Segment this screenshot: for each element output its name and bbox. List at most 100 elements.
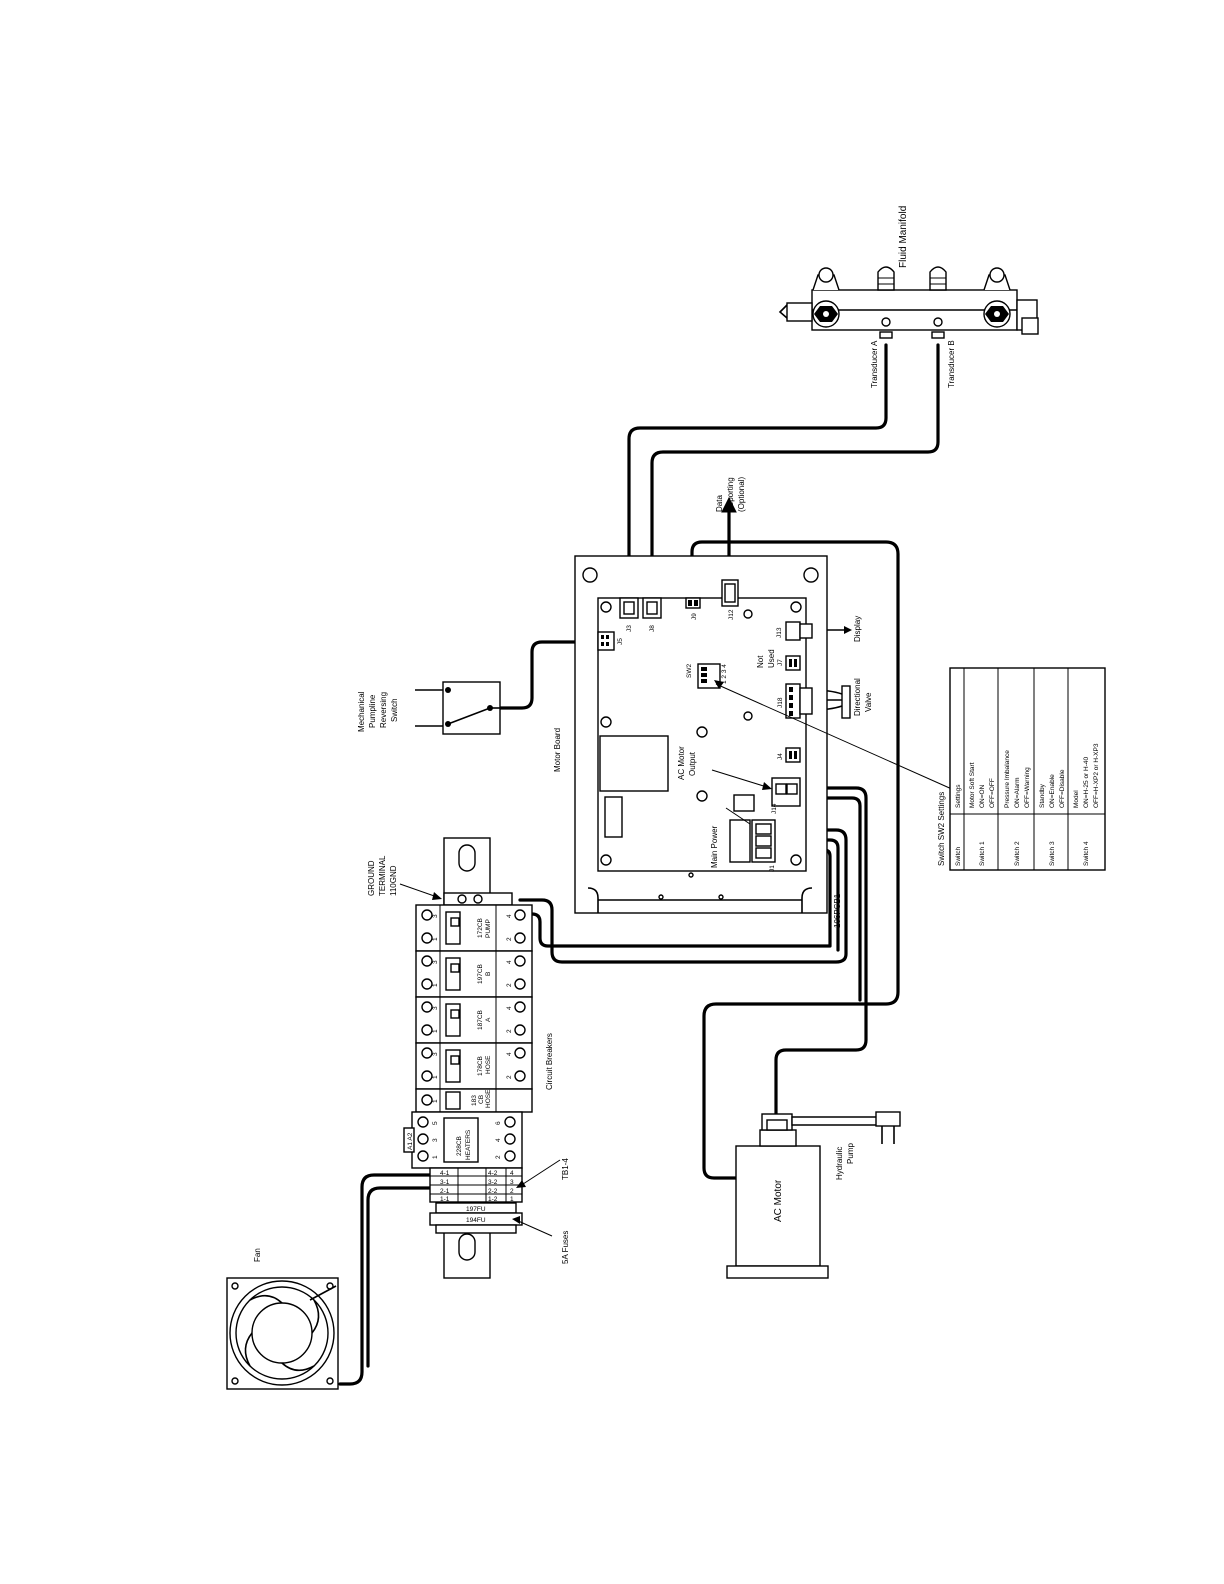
ground-terminal-label-2: TERMINAL	[378, 855, 387, 896]
j13-label: J13	[776, 627, 783, 638]
hydraulic-pump-label-1: Hydraulic	[835, 1147, 844, 1180]
switch-1-off: OFF=OFF	[989, 778, 996, 808]
breaker-terminal-label: 4	[506, 914, 513, 918]
fuse-label: 194FU	[466, 1217, 486, 1224]
breaker-terminal-label: 1	[432, 1099, 439, 1103]
j7-label: J7	[777, 659, 784, 666]
terminal-label: 3	[510, 1179, 514, 1186]
switch-2-on: ON=Alarm	[1014, 777, 1021, 808]
j8-label: J8	[649, 625, 656, 632]
fuse-label: 197FU	[466, 1206, 486, 1213]
switch-3-setting: Standby	[1039, 783, 1046, 808]
breaker-terminal-label: 4	[506, 1006, 513, 1010]
transducer-b-label: Transducer B	[947, 340, 956, 388]
ac-motor-output-label-1: AC Motor	[677, 746, 686, 780]
fluid-manifold-label: Fluid Manifold	[898, 206, 909, 268]
data-reporting-label-1: Data	[715, 495, 724, 512]
fan-label: Fan	[253, 1248, 262, 1262]
breaker-terminal-label: 2	[506, 937, 513, 941]
tb-label: TB1-4	[561, 1158, 570, 1180]
breaker-183cb: 1 183 CB HOSE	[415, 1088, 533, 1113]
switch-2-off: OFF=Warning	[1024, 767, 1031, 808]
heater-terminal-label: 3	[432, 1138, 439, 1142]
breaker-terminal-label: 2	[506, 1029, 513, 1033]
switch-settings-table: Switch SW2 Settings Switch Settings Swit…	[937, 667, 1106, 871]
breaker-178cb: 3 1 4 2 178CB HOSE	[415, 1042, 533, 1090]
motor-board: J3 J8 J9 J12 J13 J5 SW2 1 2 3 4 J7 Not	[553, 555, 955, 928]
heater-terminal-label: 6	[495, 1121, 502, 1125]
main-power-label: Main Power	[710, 825, 719, 868]
mechanical-switch-label-3: Reversing	[379, 692, 388, 728]
switch-1-on: ON=ON	[979, 784, 986, 808]
heater-terminal-label: 1	[432, 1155, 439, 1159]
breaker-name-label: 197CB	[477, 964, 484, 984]
breaker-terminal-label: 1	[432, 983, 439, 987]
breaker-terminal-label: 2	[506, 1075, 513, 1079]
directional-valve-label-1: Directional	[853, 678, 862, 716]
terminal-label: 3-2	[488, 1179, 498, 1186]
data-reporting-label-3: (Optional)	[737, 477, 746, 512]
fan: Fan	[226, 1248, 339, 1390]
breaker-name-label: CB	[478, 1095, 485, 1104]
breaker-terminal-label: 2	[506, 983, 513, 987]
j12-label: J12	[728, 609, 735, 620]
ground-terminal-label-1: GROUND	[367, 860, 376, 896]
breaker-name-label: HOSE	[485, 1055, 492, 1074]
not-used-label-1: Not	[756, 655, 765, 668]
circuit-breakers-label: Circuit Breakers	[545, 1033, 554, 1090]
transducer-a-label: Transducer A	[870, 340, 879, 388]
directional-valve-label-2: Valve	[864, 692, 873, 712]
breaker-187cb: 3 1 4 2 187CB A	[415, 996, 533, 1044]
fuses-label: 5A Fuses	[561, 1231, 570, 1264]
heater-terminal-label: 2	[495, 1155, 502, 1159]
breaker-name-label: HOSE	[485, 1089, 492, 1108]
j18-label: J18	[777, 697, 784, 708]
switch-4-setting: Model	[1073, 790, 1080, 808]
not-used-label-2: Used	[767, 649, 776, 668]
breaker-terminal-label: 3	[432, 1006, 439, 1010]
breaker-terminal-label: 3	[432, 960, 439, 964]
breaker-197cb: 3 1 4 2 197CB B	[415, 950, 533, 998]
settings-header: Settings	[955, 784, 962, 808]
data-reporting-label-2: Reporting	[726, 477, 735, 512]
breaker-name-label: PUMP	[485, 919, 492, 938]
breaker-name-label: 183	[471, 1095, 478, 1106]
transducer-icon	[879, 317, 945, 339]
mechanical-switch-label-4: Switch	[390, 698, 399, 722]
breaker-terminal-label: 1	[432, 1075, 439, 1079]
breaker-name-label: B	[485, 972, 492, 976]
switch-4-label: Switch 4	[1083, 841, 1090, 866]
heater-terminal-label: 4	[495, 1138, 502, 1142]
sw2-pins-label: 1 2 3 4	[721, 664, 728, 684]
mechanical-switch-label-2: Pumpline	[368, 694, 377, 728]
manifold-valve-right-icon	[983, 267, 1011, 328]
mechanical-switch: Mechanical Pumpline Reversing Switch	[357, 681, 501, 735]
breaker-terminal-label: 1	[432, 1029, 439, 1033]
terminal-block: 4-1 3-1 2-1 1-1 4-2 3-2 2-2 1-2 4 3 2 1 …	[429, 1158, 570, 1203]
wires	[338, 343, 940, 1386]
switch-2-label: Switch 2	[1014, 841, 1021, 866]
terminal-label: 1-1	[440, 1196, 450, 1203]
switch-3-on: ON=Enable	[1049, 774, 1056, 808]
ac-motor-label: AC Motor	[773, 1179, 784, 1222]
motor-board-label: Motor Board	[553, 728, 562, 772]
board-id-label: 106PCB1	[833, 893, 842, 928]
j3-label: J3	[626, 625, 633, 632]
terminal-label: 4-1	[440, 1170, 450, 1177]
switch-table-title: Switch SW2 Settings	[937, 792, 946, 866]
j5-label: J5	[617, 638, 624, 645]
terminal-label: 1-2	[488, 1196, 498, 1203]
j4-label: J4	[777, 753, 784, 760]
switch-4-off: OFF=H-XP2 or H-XP3	[1093, 743, 1100, 808]
switch-1-label: Switch 1	[979, 841, 986, 866]
display-label: Display	[853, 616, 862, 642]
circuit-breakers: 3 1 4 2 172CB PUMP 3 1 4 2 197CB B	[403, 904, 570, 1264]
manifold-valve-left-icon	[812, 267, 840, 328]
terminal-label: 2-2	[488, 1188, 498, 1195]
breaker-name-label: 187CB	[477, 1010, 484, 1030]
terminal-label: 4-2	[488, 1170, 498, 1177]
breaker-terminal-label: 4	[506, 960, 513, 964]
switch-3-off: OFF=Disable	[1059, 769, 1066, 808]
fan-blade-icon	[244, 1294, 320, 1372]
